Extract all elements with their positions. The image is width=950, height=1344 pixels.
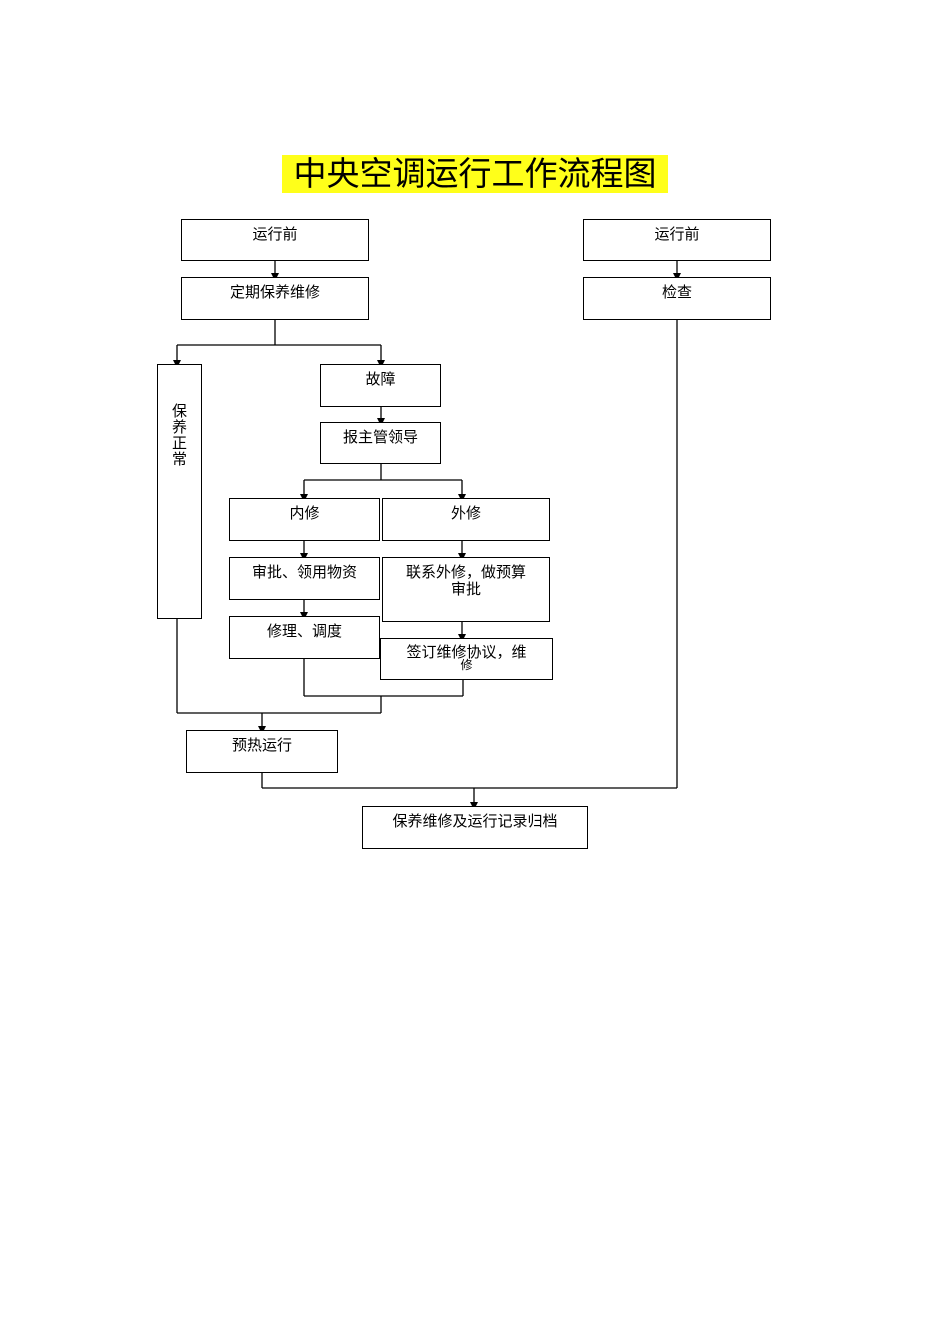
node-label-vertical: 保养正常 xyxy=(170,403,188,467)
node-label: 运行前 xyxy=(252,225,298,243)
node-label-line1: 联系外修，做预算 xyxy=(405,563,526,581)
node-contact-external: 联系外修，做预算 审批 xyxy=(382,557,550,622)
node-label: 修理、调度 xyxy=(266,622,342,640)
node-label: 审批、领用物资 xyxy=(251,563,357,581)
node-label: 保养维修及运行记录归档 xyxy=(392,812,558,830)
node-label-line2: 修 xyxy=(460,658,473,672)
node-approval-materials: 审批、领用物资 xyxy=(229,557,380,600)
node-label: 外修 xyxy=(450,504,481,522)
node-external-repair: 外修 xyxy=(382,498,550,541)
node-regular-maintenance: 定期保养维修 xyxy=(181,277,369,320)
node-label-line2: 审批 xyxy=(450,580,481,598)
node-pre-operation-left: 运行前 xyxy=(181,219,369,261)
node-label: 运行前 xyxy=(654,225,700,243)
node-label: 预热运行 xyxy=(231,736,292,754)
node-maintenance-normal: 保养正常 xyxy=(157,364,202,619)
node-label: 故障 xyxy=(365,370,396,388)
node-label-line1: 签订维修协议，维 xyxy=(406,643,527,661)
node-inspection: 检查 xyxy=(583,277,771,320)
node-report-supervisor: 报主管领导 xyxy=(320,422,441,464)
node-repair-dispatch: 修理、调度 xyxy=(229,616,380,659)
node-label: 检查 xyxy=(661,283,692,301)
node-label: 定期保养维修 xyxy=(229,283,320,301)
node-pre-operation-right: 运行前 xyxy=(583,219,771,261)
node-fault: 故障 xyxy=(320,364,441,407)
node-label: 内修 xyxy=(289,504,320,522)
node-internal-repair: 内修 xyxy=(229,498,380,541)
node-preheat-operation: 预热运行 xyxy=(186,730,338,773)
node-sign-agreement: 签订维修协议，维 修 xyxy=(380,638,553,680)
node-label: 报主管领导 xyxy=(342,428,418,446)
node-records-archive: 保养维修及运行记录归档 xyxy=(362,806,588,849)
diagram-title: 中央空调运行工作流程图 xyxy=(282,155,668,193)
